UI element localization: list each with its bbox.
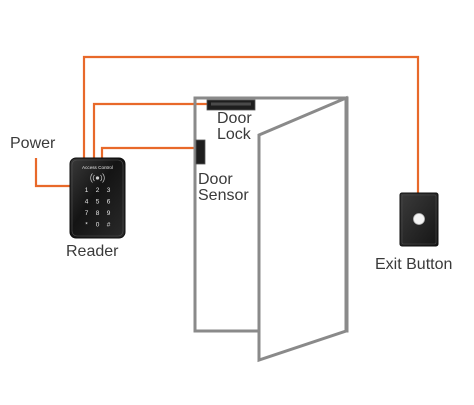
- keypad-key[interactable]: #: [107, 222, 111, 229]
- exit-button[interactable]: [399, 192, 439, 247]
- door-lock: [206, 99, 256, 111]
- rfid-icon: [90, 173, 105, 183]
- push-button-icon[interactable]: [413, 213, 425, 225]
- door-lock-wire: [92, 102, 208, 160]
- power-label: Power: [10, 135, 56, 152]
- keypad-key[interactable]: 3: [107, 187, 111, 194]
- door-sensor-label: Door Sensor: [198, 172, 258, 204]
- keypad-key[interactable]: *: [85, 222, 88, 229]
- door-sensor-wire: [100, 146, 198, 162]
- door-lock-label: Door Lock: [217, 111, 267, 143]
- door-sensor-label-line2: Sensor: [198, 187, 249, 204]
- door-lock-label-line2: Lock: [217, 126, 251, 143]
- door-lock-label-line1: Door: [217, 110, 252, 127]
- reader-header: Access Control: [82, 165, 113, 170]
- keypad-key[interactable]: 2: [96, 187, 100, 194]
- keypad-key[interactable]: 0: [96, 222, 100, 229]
- keypad-key[interactable]: 7: [85, 210, 89, 217]
- keypad-key[interactable]: 4: [85, 199, 89, 206]
- door-sensor: [195, 139, 206, 165]
- keypad-key[interactable]: 5: [96, 199, 100, 206]
- reader-label: Reader: [66, 243, 119, 260]
- keypad-key[interactable]: 8: [96, 210, 100, 217]
- door-leaf: [257, 95, 348, 363]
- keypad-key[interactable]: 1: [85, 187, 89, 194]
- keypad-key[interactable]: 6: [107, 199, 111, 206]
- door-sensor-label-line1: Door: [198, 171, 233, 188]
- keypad-key[interactable]: 9: [107, 210, 111, 217]
- wiring: [34, 55, 420, 193]
- power-wire: [34, 158, 78, 188]
- exit-button-wire: [82, 55, 420, 193]
- exit-button-label: Exit Button: [375, 256, 453, 273]
